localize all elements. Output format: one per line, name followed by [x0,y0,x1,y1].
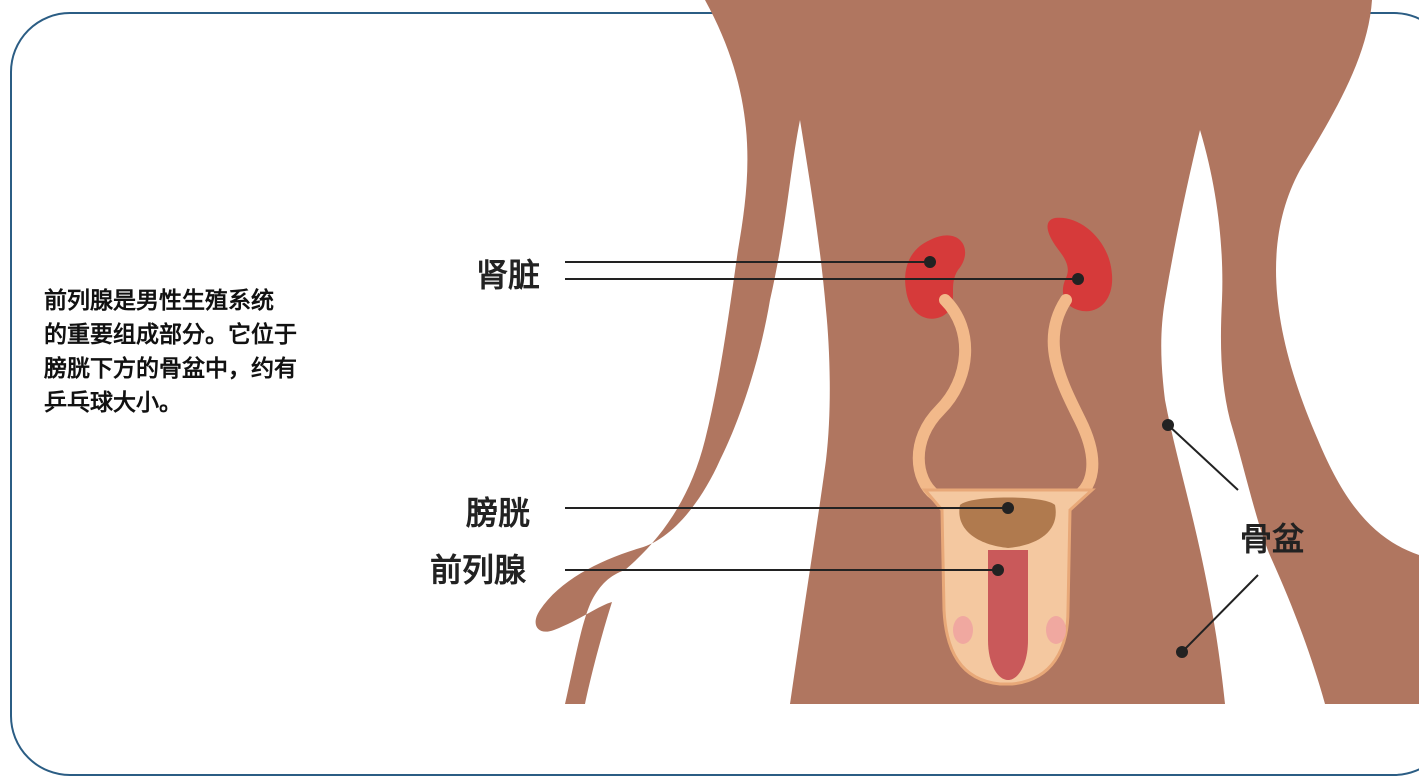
kidney-label: 肾脏 [476,250,540,296]
kidney-dot-2 [1073,274,1083,284]
testis-left [953,616,973,644]
pelvis-dot-lower [1177,647,1187,657]
bladder-label: 膀胱 [466,488,530,534]
prostate-label: 前列腺 [430,545,526,591]
pelvis-label: 骨盆 [1240,514,1304,560]
pelvis-dot-upper [1163,420,1173,430]
prostate-dot [993,565,1003,575]
bladder-dot [1003,503,1013,513]
testis-right [1046,616,1066,644]
kidney-dot-1 [925,257,935,267]
anatomy-illustration [0,0,1419,704]
